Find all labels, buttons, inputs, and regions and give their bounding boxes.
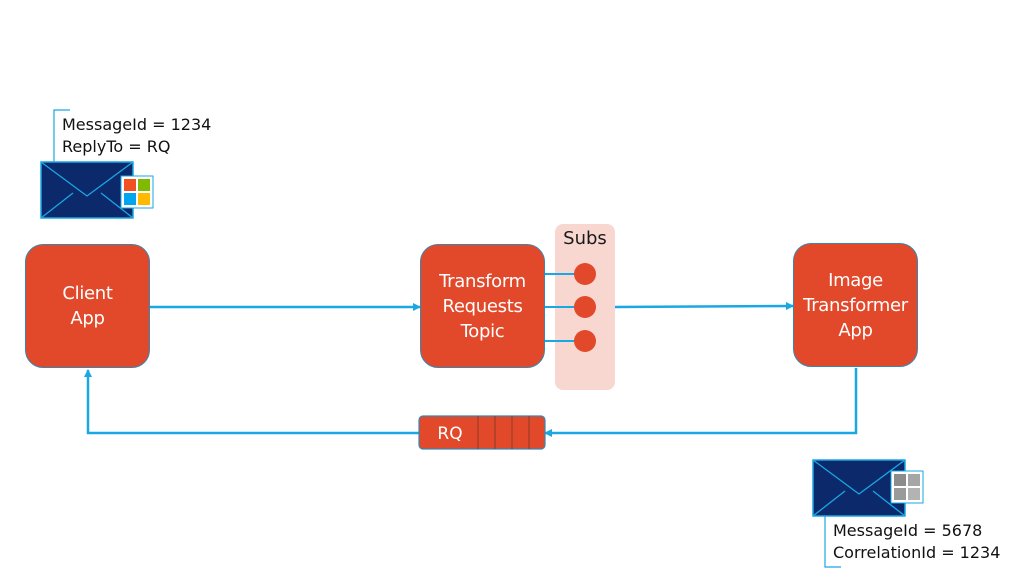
edge-transformer-to-reply-queue [544,368,858,437]
edge-topic-to-transformer [614,302,794,311]
reply-queue-label: RQ [437,424,462,444]
reply-message-id: MessageId = 5678 [833,521,983,540]
client-app-node: Client App [25,244,150,368]
image-transformer-app-node: Image Transformer App [793,243,918,367]
request-callout-bracket [53,109,70,162]
windows-logo-icon [120,175,154,209]
transform-requests-topic-node: Transform Requests Topic [420,244,545,368]
subscription-dot [574,330,596,352]
grayscale-tiles-icon [890,470,924,504]
request-reply-to: ReplyTo = RQ [62,137,171,156]
edge-reply-queue-to-client [84,369,419,435]
request-message-id: MessageId = 1234 [62,115,212,134]
reply-correlation-id: CorrelationId = 1234 [833,543,1001,562]
client-app-label: Client App [62,283,113,329]
topic-label: Transform Requests Topic [439,270,526,342]
transformer-app-label: Image Transformer App [803,269,908,341]
subscriptions-panel: Subs [545,224,615,390]
subscription-dot [574,263,596,285]
reply-message-properties: MessageId = 5678 CorrelationId = 1234 [833,520,1000,564]
subscriptions-label: Subs [563,228,607,249]
subscription-dot [574,296,596,318]
reply-queue: RQ [418,415,546,450]
reply-callout-bracket [824,515,841,568]
request-message-properties: MessageId = 1234 ReplyTo = RQ [62,114,211,158]
envelope-icon [812,459,906,517]
envelope-icon [40,161,134,219]
reply-queue-body [418,415,546,450]
reply-message [812,459,924,568]
request-message [40,109,154,219]
